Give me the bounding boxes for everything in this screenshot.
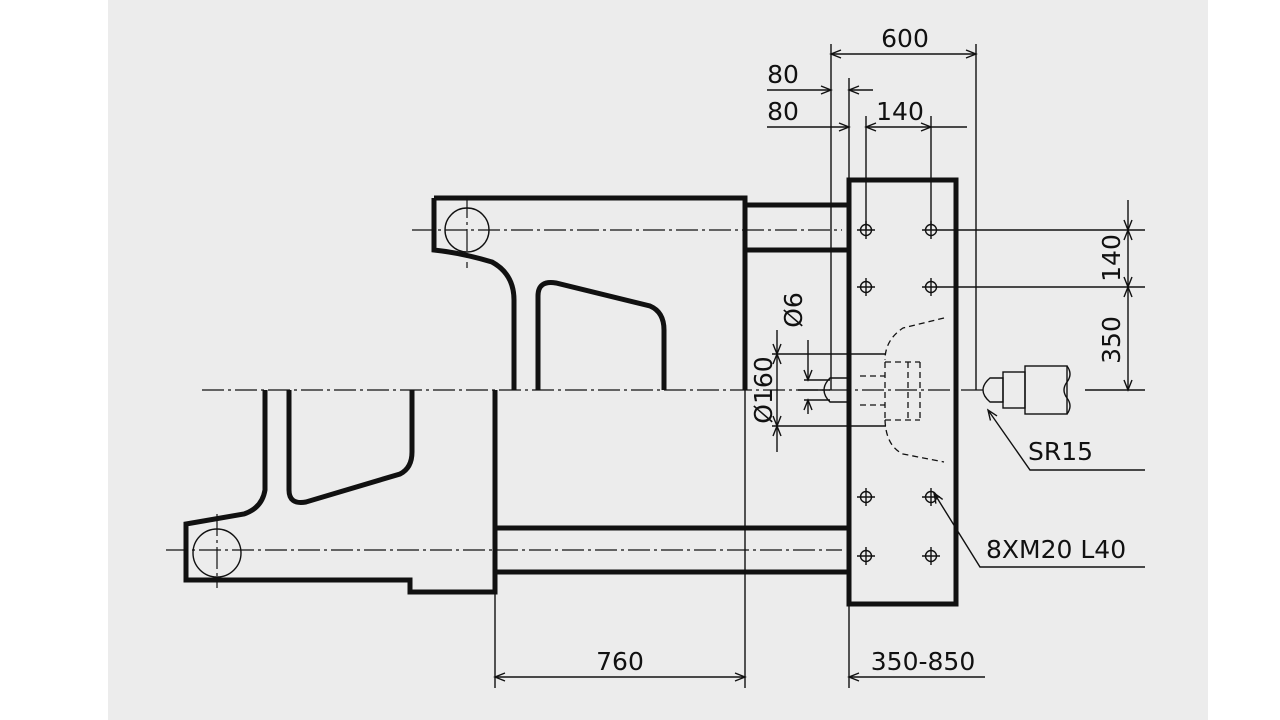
dimension-lines	[493, 49, 1133, 682]
bolt-holes	[857, 221, 940, 565]
lower-toggle-link	[183, 390, 498, 595]
dim-140-vertical-label: 140	[1097, 234, 1126, 282]
dim-350-850-label: 350-850	[871, 647, 975, 676]
extension-lines	[494, 44, 1145, 688]
centre-lines	[166, 196, 985, 588]
leader-lines	[933, 408, 1145, 568]
dim-dia-160-label: Ø160	[749, 356, 778, 423]
upper-toggle-link	[431, 195, 748, 390]
dim-80-top-label: 80	[767, 60, 799, 89]
dim-80-bottom-label: 80	[767, 97, 799, 126]
drawing-panel	[108, 0, 1208, 720]
moving-platen	[846, 177, 959, 607]
dim-350-label: 350	[1097, 316, 1126, 364]
callout-sr15-label: SR15	[1028, 437, 1093, 466]
tie-bar-upper	[742, 198, 849, 253]
injection-nozzle	[982, 365, 1071, 415]
dim-140-horizontal-label: 140	[876, 97, 924, 126]
callout-bolt-holes-label: 8XM20 L40	[986, 535, 1126, 564]
ejector-hidden-lines	[860, 317, 945, 463]
dim-dia-6-label: Ø6	[779, 292, 808, 328]
dim-600-label: 600	[881, 24, 929, 53]
dim-760-label: 760	[596, 647, 644, 676]
tie-bar-lower	[495, 525, 849, 575]
